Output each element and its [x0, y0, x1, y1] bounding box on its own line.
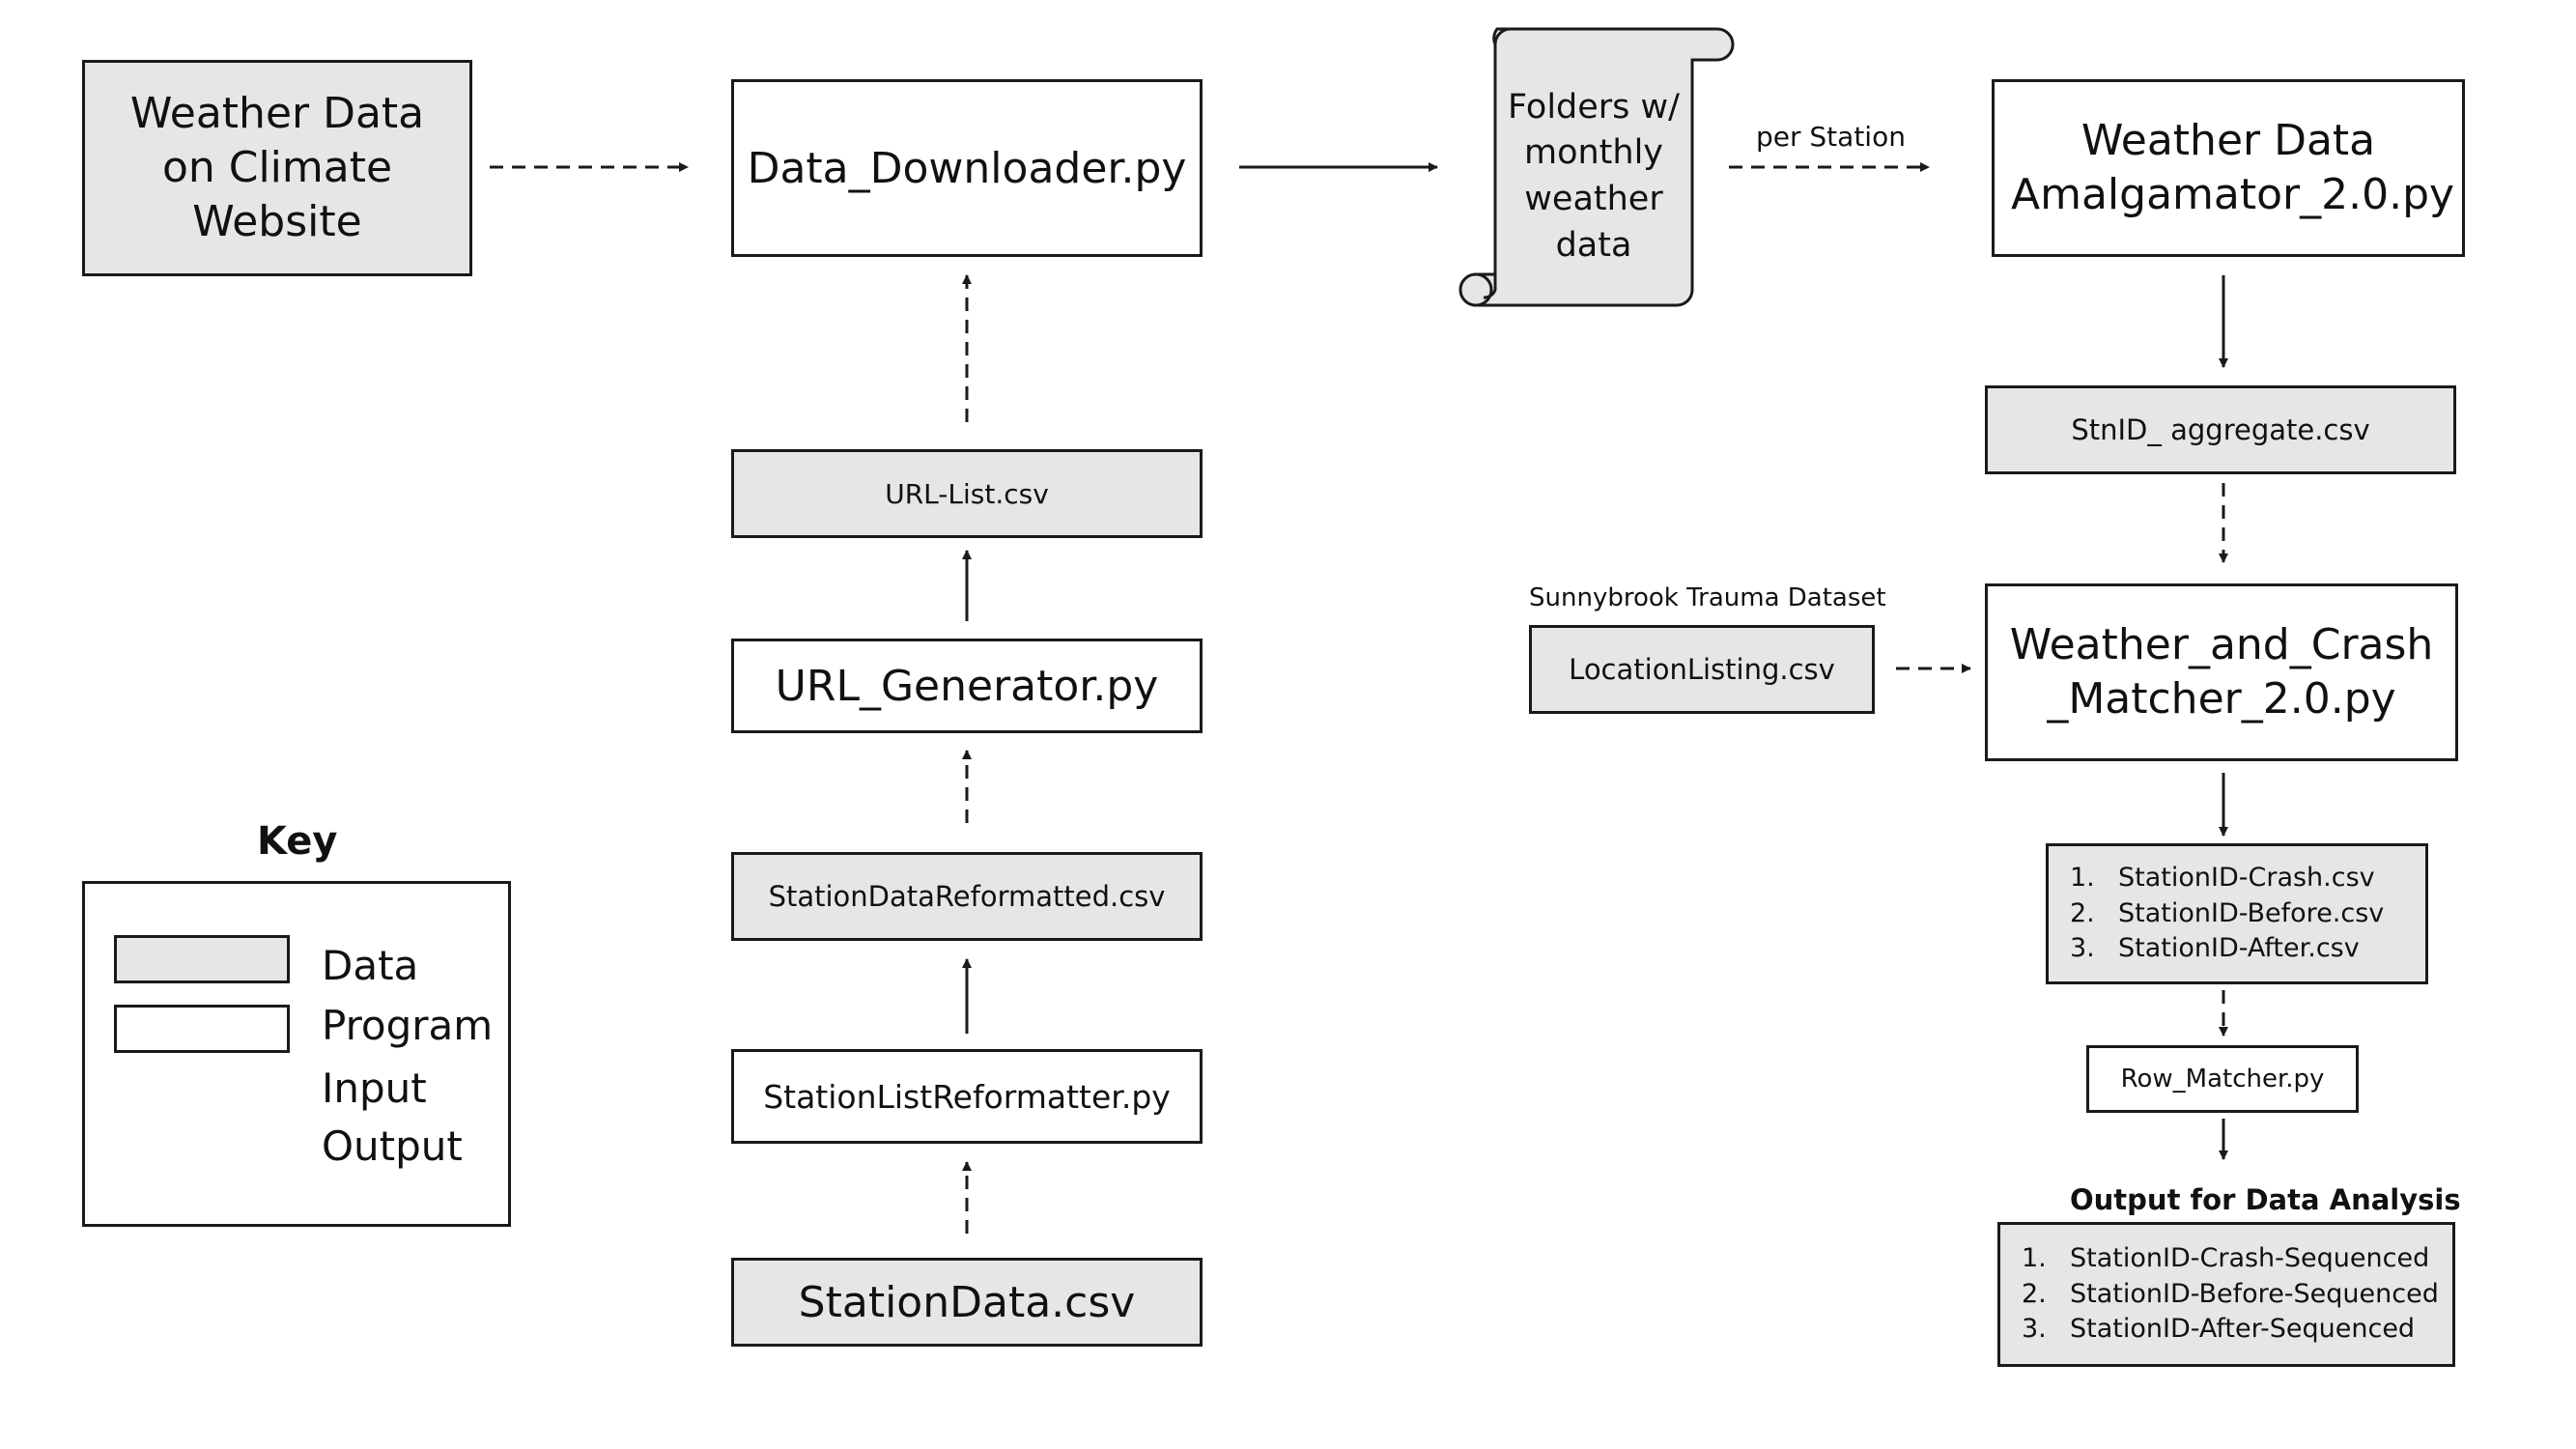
row-matcher-label: Row_Matcher.py — [2120, 1065, 2325, 1094]
station-outputs-list: 1.StationID-Crash.csv 2.StationID-Before… — [2070, 861, 2384, 968]
data-downloader-label: Data_Downloader.py — [747, 143, 1187, 193]
key-output-label: Output — [322, 1122, 463, 1170]
key-program-swatch — [114, 1005, 290, 1053]
list-item: 3.StationID-After.csv — [2070, 931, 2384, 967]
sunnybrook-label: Sunnybrook Trauma Dataset — [1529, 583, 1886, 612]
scroll-shape — [1458, 27, 1735, 307]
folders-text: Folders w/ monthly weather data — [1508, 87, 1680, 265]
url-generator-node: URL_Generator.py — [731, 639, 1203, 733]
data-downloader-node: Data_Downloader.py — [731, 79, 1203, 257]
final-outputs-list: 1.StationID-Crash-Sequenced 2.StationID-… — [2022, 1241, 2439, 1349]
url-list-node: URL-List.csv — [731, 449, 1203, 538]
station-output-3: StationID-After.csv — [2118, 933, 2360, 964]
list-item: 1.StationID-Crash.csv — [2070, 861, 2384, 896]
per-station-label: per Station — [1756, 121, 1906, 153]
list-item: 2.StationID-Before.csv — [2070, 896, 2384, 932]
key-input-label: Input — [322, 1065, 427, 1112]
location-listing-label: LocationListing.csv — [1569, 653, 1835, 686]
final-output-3: StationID-After-Sequenced — [2070, 1314, 2416, 1345]
station-reformatted-node: StationDataReformatted.csv — [731, 852, 1203, 941]
list-item: 2.StationID-Before-Sequenced — [2022, 1277, 2439, 1313]
station-output-1: StationID-Crash.csv — [2118, 862, 2375, 893]
stn-aggregate-label: StnID_ aggregate.csv — [2071, 413, 2370, 446]
matcher-node: Weather_and_Crash _Matcher_2.0.py — [1985, 583, 2458, 761]
final-output-1: StationID-Crash-Sequenced — [2070, 1242, 2430, 1273]
reformatter-node: StationListReformatter.py — [731, 1049, 1203, 1144]
station-data-node: StationData.csv — [731, 1258, 1203, 1347]
url-list-label: URL-List.csv — [885, 477, 1049, 510]
weather-website-node: Weather Data on Climate Website — [82, 60, 472, 276]
final-output-2: StationID-Before-Sequenced — [2070, 1278, 2439, 1309]
row-matcher-node: Row_Matcher.py — [2086, 1045, 2359, 1113]
matcher-label: Weather_and_Crash _Matcher_2.0.py — [2009, 619, 2434, 724]
list-item: 1.StationID-Crash-Sequenced — [2022, 1241, 2439, 1277]
amalgamator-label: Weather Data Amalgamator_2.0.py — [2011, 115, 2455, 219]
stn-aggregate-node: StnID_ aggregate.csv — [1985, 385, 2456, 474]
weather-website-label: Weather Data on Climate Website — [129, 88, 425, 247]
list-item: 3.StationID-After-Sequenced — [2022, 1312, 2439, 1348]
location-listing-node: LocationListing.csv — [1529, 625, 1875, 714]
output-title: Output for Data Analysis — [2070, 1183, 2461, 1216]
key-title: Key — [257, 819, 338, 864]
final-outputs-node: 1.StationID-Crash-Sequenced 2.StationID-… — [1997, 1222, 2455, 1367]
key-program-label: Program — [322, 1002, 494, 1049]
reformatter-label: StationListReformatter.py — [763, 1077, 1171, 1116]
key-data-label: Data — [322, 942, 419, 989]
amalgamator-node: Weather Data Amalgamator_2.0.py — [1992, 79, 2465, 257]
station-output-2: StationID-Before.csv — [2118, 897, 2385, 928]
station-data-label: StationData.csv — [798, 1277, 1136, 1327]
folders-label: Folders w/ monthly weather data — [1507, 85, 1681, 269]
key-panel — [82, 881, 511, 1227]
station-outputs-node: 1.StationID-Crash.csv 2.StationID-Before… — [2046, 843, 2428, 984]
url-generator-label: URL_Generator.py — [775, 661, 1159, 711]
station-reformatted-label: StationDataReformatted.csv — [768, 880, 1166, 913]
key-data-swatch — [114, 935, 290, 983]
